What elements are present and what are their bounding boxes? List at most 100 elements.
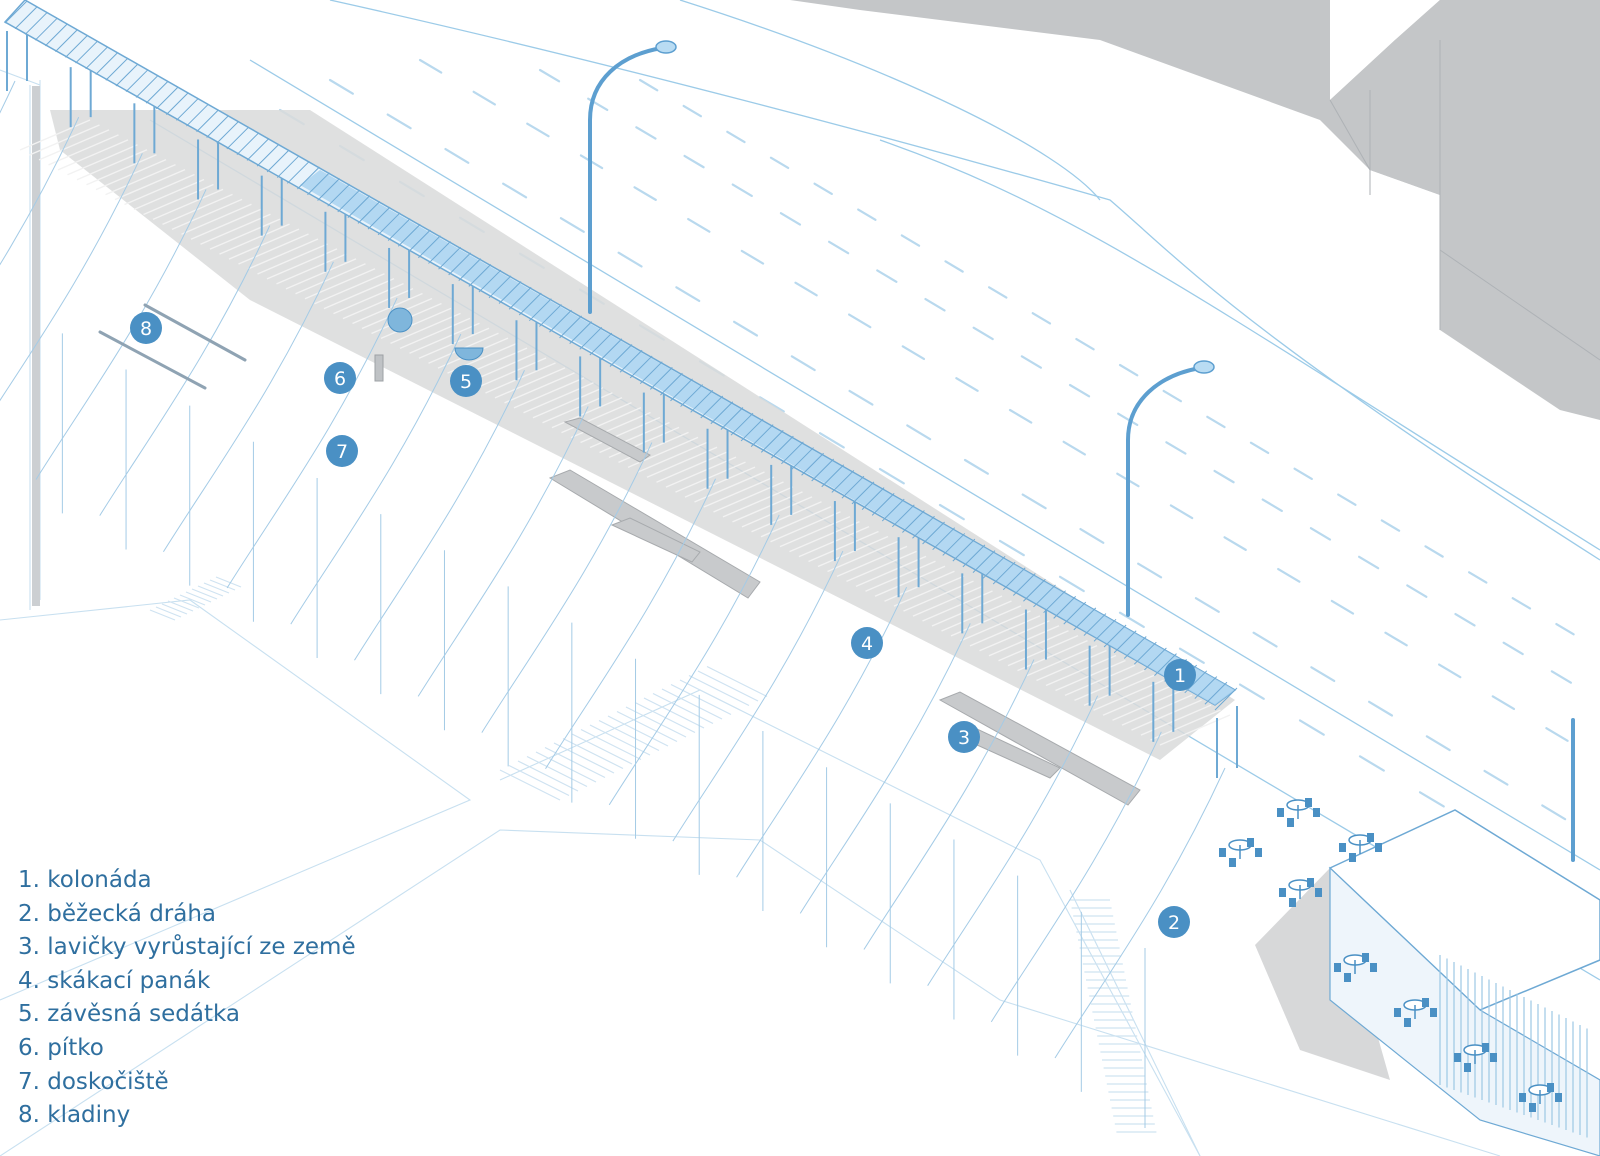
roof-slat xyxy=(1123,636,1147,659)
marker-4[interactable]: 4 xyxy=(851,627,883,659)
roof-slat xyxy=(1184,670,1208,694)
stair-step xyxy=(535,751,597,783)
lane-dash xyxy=(813,182,833,195)
stair-step xyxy=(167,600,194,612)
roof-slat xyxy=(1194,676,1218,699)
roof-slat xyxy=(982,555,1006,579)
lane-dash xyxy=(683,154,705,169)
marker-7[interactable]: 7 xyxy=(326,435,358,467)
roof-slat xyxy=(367,206,391,230)
lane-dash xyxy=(876,269,898,283)
marker-5[interactable]: 5 xyxy=(450,365,482,397)
roof-slat xyxy=(811,458,835,482)
shadow-slat xyxy=(665,456,737,488)
lane-dash xyxy=(1467,571,1488,584)
balance-beams xyxy=(98,303,247,390)
shadow-slat xyxy=(599,421,670,454)
cable xyxy=(417,406,589,697)
cafe-table-icon xyxy=(1394,998,1437,1027)
lane-dash xyxy=(682,104,703,118)
roof-slat xyxy=(105,57,129,81)
lane-dash xyxy=(1062,440,1086,456)
roof-slat xyxy=(639,361,663,385)
stair-step xyxy=(517,760,579,792)
shadow-slat xyxy=(105,163,176,196)
shadow-slat xyxy=(333,282,404,315)
roof-slat xyxy=(528,298,552,322)
marker-circle xyxy=(324,362,356,394)
tension-cables xyxy=(0,80,1226,1128)
shadow-slat xyxy=(152,188,224,221)
shadow-slat xyxy=(998,630,1069,662)
legend-item: 6. pítko xyxy=(18,1034,104,1061)
cable xyxy=(354,370,525,661)
roof-slat xyxy=(498,281,522,304)
lane-dash xyxy=(731,183,753,197)
lane-dash xyxy=(1309,527,1332,541)
cable xyxy=(0,80,16,114)
shadow-slat xyxy=(589,416,661,449)
cable xyxy=(608,514,780,806)
shadow-slat xyxy=(200,213,271,245)
shadow-slat xyxy=(276,253,347,285)
cable xyxy=(0,153,143,402)
lane-dash xyxy=(740,249,765,265)
legend-item: 8. kladiny xyxy=(18,1102,131,1129)
stair-step xyxy=(526,755,588,788)
roof-slat xyxy=(1053,596,1077,619)
hanging-seat-icon xyxy=(387,307,413,333)
lane-dash xyxy=(1310,666,1336,683)
lane-dash xyxy=(617,251,643,268)
roof-slat xyxy=(216,120,240,144)
lane-dash xyxy=(687,217,711,233)
lane-dash xyxy=(1337,493,1357,506)
shadow-slat xyxy=(352,292,423,325)
roof-slat xyxy=(740,418,764,442)
shadow-slat xyxy=(133,178,205,211)
marker-8[interactable]: 8 xyxy=(130,312,162,344)
stair-step xyxy=(589,724,651,756)
roof-slat xyxy=(670,378,693,402)
marker-2[interactable]: 2 xyxy=(1158,906,1190,938)
roof-slat xyxy=(891,504,915,528)
lane-dash xyxy=(1213,469,1235,484)
lane-dash xyxy=(328,78,354,95)
cafe-tables xyxy=(1219,798,1562,1112)
lane-dash xyxy=(1194,597,1220,613)
shadow-slat xyxy=(703,476,775,508)
lane-dash xyxy=(972,326,994,341)
marker-number: 3 xyxy=(958,727,970,749)
marker-1[interactable]: 1 xyxy=(1164,659,1196,691)
shadow-slat xyxy=(760,506,832,538)
roof-slat xyxy=(589,332,613,356)
shadow-slat xyxy=(789,520,860,553)
roof-slat xyxy=(176,97,199,121)
lane-dash xyxy=(924,297,946,312)
roof-slat xyxy=(206,115,230,138)
shadow-slat xyxy=(342,287,414,320)
lane-dash xyxy=(794,281,818,297)
number-markers: 1 2 3 4 5 6 7 8 xyxy=(130,312,1196,938)
lane-dash xyxy=(1511,597,1532,610)
shadow-slat xyxy=(171,198,243,230)
lane-dash xyxy=(847,313,872,329)
building-mid xyxy=(1330,0,1440,195)
marker-3[interactable]: 3 xyxy=(948,721,980,753)
lane-dash xyxy=(386,113,412,130)
roof-slat xyxy=(1214,687,1238,711)
cable xyxy=(799,623,971,914)
roof-slat xyxy=(902,510,925,533)
marker-6[interactable]: 6 xyxy=(324,362,356,394)
shadow-slat xyxy=(504,372,575,404)
cafe-table-icon xyxy=(1339,833,1382,862)
shadow-slat xyxy=(694,471,765,503)
cable xyxy=(35,189,207,480)
shadow-slat xyxy=(827,540,898,573)
pavilion-facade-fins xyxy=(1439,955,1588,1138)
roof-slat xyxy=(418,235,441,259)
roof-slat xyxy=(549,309,572,333)
lane-dash xyxy=(472,90,496,106)
shadow-slat xyxy=(855,555,927,587)
lane-dash xyxy=(559,217,585,233)
lane-dash xyxy=(779,212,802,226)
